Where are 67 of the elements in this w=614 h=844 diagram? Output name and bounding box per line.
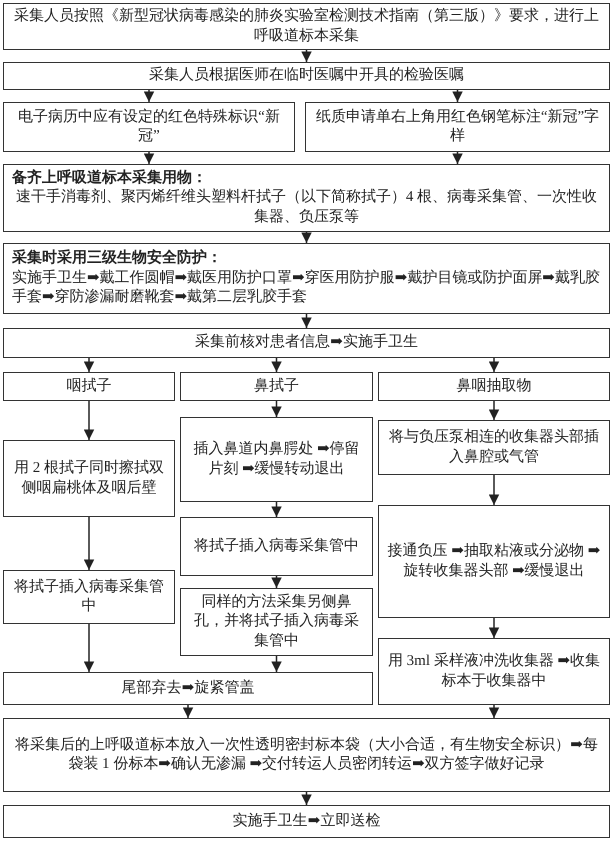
box-text: 插入鼻道内鼻腭处 ➡停留片刻 ➡缓慢转动退出 xyxy=(192,440,361,478)
box-text: 将拭子插入病毒采集管中 xyxy=(193,536,360,556)
process-box xyxy=(3,372,175,401)
box-text: 实施手卫生➡戴工作圆帽➡戴医用防护口罩➡穿医用防护服➡戴护目镜或防护面屏➡戴乳胶手套➡穿防渗漏耐磨靴套➡戴第二层乳胶手套 xyxy=(12,268,601,308)
arrow xyxy=(271,576,282,588)
box-text: 将与负压泵相连的收集器头部插入鼻腔或气管 xyxy=(388,428,600,466)
process-box xyxy=(378,638,610,705)
box-text: 采集人员根据医师在临时医嘱中开具的检验医嘱 xyxy=(148,66,465,86)
arrow xyxy=(84,517,94,570)
box-text: 采集人员按照《新型冠状病毒感染的肺炎实验室检测技术指南（第三版）》要求，进行上呼吸道标本采集 xyxy=(13,7,600,46)
process-box xyxy=(180,517,373,576)
box-text: 将拭子插入病毒采集管中 xyxy=(13,578,165,616)
process-box xyxy=(3,62,610,90)
box-text: 用 3ml 采样液冲洗收集器 ➡收集标本于收集器中 xyxy=(387,652,601,690)
arrow xyxy=(488,618,500,638)
arrow xyxy=(301,792,312,805)
process-box xyxy=(3,102,295,152)
arrow xyxy=(271,401,282,417)
arrow xyxy=(271,358,282,372)
arrow xyxy=(488,475,500,505)
box-text: 鼻拭子 xyxy=(253,376,300,396)
process-box xyxy=(3,672,373,705)
box-text: 速干手消毒剂、聚丙烯纤维头塑料杆拭子（以下简称拭子）4 根、病毒采集管、一次性收集器、负压泵等 xyxy=(14,188,598,227)
process-box xyxy=(3,328,610,358)
process-box xyxy=(180,372,373,401)
arrow xyxy=(488,358,500,372)
process-box xyxy=(3,164,610,232)
box-text: 同样的方法采集另侧鼻孔，并将拭子插入病毒采集管中 xyxy=(193,592,360,651)
process-box xyxy=(3,718,610,792)
process-box xyxy=(378,372,610,401)
arrow xyxy=(84,358,94,372)
arrow xyxy=(84,401,94,440)
process-box xyxy=(3,805,610,838)
arrow xyxy=(301,50,312,62)
arrow xyxy=(271,502,282,517)
arrow xyxy=(488,705,500,718)
box-text: 采集前核对患者信息➡实施手卫生 xyxy=(194,333,419,352)
box-text: 纸质申请单右上角用红色钢笔标注“新冠”字样 xyxy=(314,108,600,146)
process-box xyxy=(180,588,373,656)
process-box xyxy=(3,3,610,50)
box-text: 将采集后的上呼吸道标本放入一次性透明密封标本袋（大小合适，有生物安全标识）➡每袋装 1 份标本➡确认无渗漏 ➡交付转运人员密闭转运➡双方签字做好记录 xyxy=(14,736,599,774)
arrow xyxy=(182,705,194,718)
arrow xyxy=(301,232,312,243)
box-heading: 备齐上呼吸道标本采集用物： xyxy=(12,168,208,188)
box-text: 用 2 根拭子同时擦拭双侧咽扁桃体及咽后壁 xyxy=(13,459,165,498)
process-box xyxy=(378,505,610,618)
process-box xyxy=(180,417,373,502)
arrow xyxy=(271,656,282,672)
box-text: 尾部弃去➡旋紧管盖 xyxy=(120,678,256,698)
box-text: 接通负压 ➡抽取粘液或分泌物 ➡旋转收集器头部 ➡缓慢退出 xyxy=(387,542,601,580)
box-text: 电子病历中应有设定的红色特殊标识“新冠” xyxy=(17,108,281,146)
arrow xyxy=(452,90,463,102)
box-heading: 采集时采用三级生物安全防护： xyxy=(12,249,223,268)
process-box xyxy=(305,102,610,152)
arrow xyxy=(84,624,94,672)
process-box xyxy=(378,420,610,475)
arrow xyxy=(144,152,154,164)
process-box xyxy=(3,440,175,517)
box-text: 咽拭子 xyxy=(66,376,112,396)
arrow xyxy=(488,401,500,420)
box-text: 鼻咽抽取物 xyxy=(456,376,532,396)
process-box xyxy=(3,570,175,624)
arrow xyxy=(144,90,154,102)
box-text: 实施手卫生➡立即送检 xyxy=(232,812,382,831)
arrow xyxy=(301,314,312,328)
arrow xyxy=(452,152,463,164)
process-box xyxy=(3,243,610,314)
